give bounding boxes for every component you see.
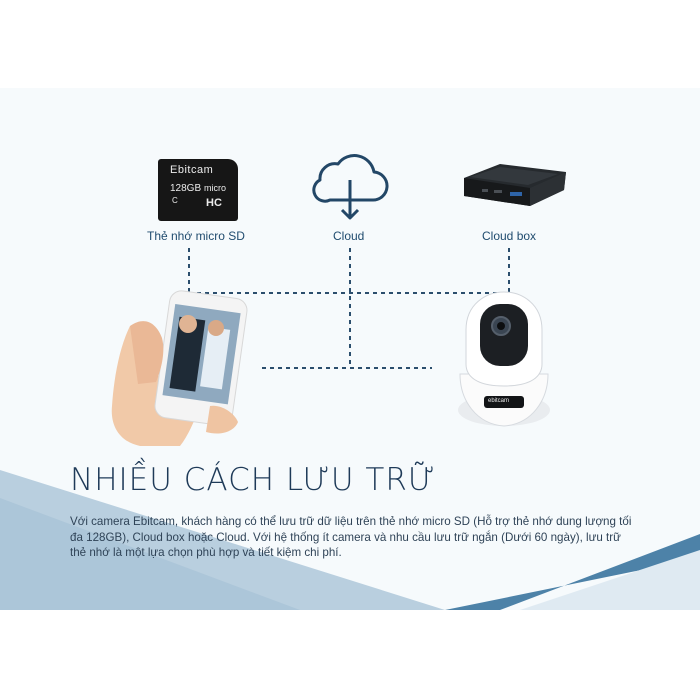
- page-description: Với camera Ebitcam, khách hàng có thể lư…: [70, 515, 632, 559]
- background-wave-decoration: [0, 470, 700, 610]
- sd-card-capacity: 128GB: [170, 183, 202, 194]
- smartphone-in-hand-image: [111, 290, 248, 446]
- cloud-box-device-icon: [464, 164, 566, 206]
- sd-card-hc-mark: HC: [206, 197, 222, 209]
- cloud-download-icon: [312, 154, 389, 220]
- page-headline: NHIỀU CÁCH LƯU TRỮ: [70, 462, 437, 498]
- sd-card-brand: Ebitcam: [170, 164, 214, 176]
- sd-card-class-mark: C: [172, 196, 178, 205]
- sd-card-micro-text: micro: [204, 183, 226, 193]
- ebitcam-camera-image: [458, 291, 550, 427]
- micro-sd-card-icon: Ebitcam 128GB micro C HC: [158, 159, 238, 221]
- storage-infographic-panel: Ebitcam 128GB micro C HC Thẻ nhớ micro S…: [0, 88, 700, 610]
- camera-brand-label: ebitcam: [488, 398, 510, 404]
- label-cloud: Cloud: [333, 229, 365, 243]
- label-cloud-box: Cloud box: [482, 229, 537, 243]
- label-micro-sd: Thẻ nhớ micro SD: [147, 229, 245, 243]
- connection-lines: [188, 248, 510, 369]
